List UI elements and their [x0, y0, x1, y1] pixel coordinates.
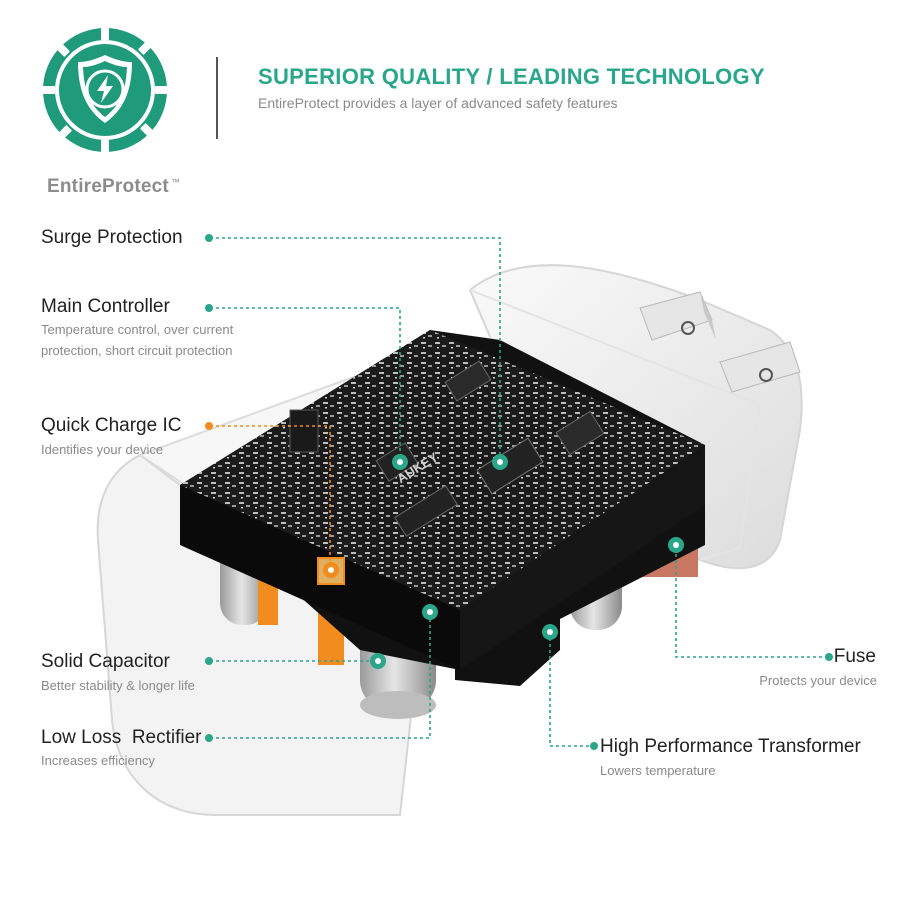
callout-lines	[210, 237, 828, 747]
feature-high-performance-transformer-desc: Lowers temperature	[600, 763, 716, 778]
page-subtitle: EntireProtect provides a layer of advanc…	[258, 95, 618, 111]
plug-prongs	[639, 291, 801, 393]
feature-main-controller-desc-2: protection, short circuit protection	[41, 343, 233, 358]
page-title: SUPERIOR QUALITY / LEADING TECHNOLOGY	[258, 64, 765, 89]
callout-start-dots	[205, 234, 833, 750]
feature-main-controller: Main Controller	[41, 296, 170, 317]
lightning-icon	[97, 75, 113, 103]
feature-quick-charge-ic-desc: Identifies your device	[41, 442, 164, 457]
feature-low-loss-rectifier-desc: Increases efficiency	[41, 753, 155, 768]
header-divider	[216, 57, 218, 139]
feature-fuse: Fuse	[833, 646, 876, 667]
feature-low-loss-rectifier: Low Loss Rectifier	[41, 727, 202, 748]
pcb-board	[180, 330, 705, 670]
feature-solid-capacitor-desc: Better stability & longer life	[41, 678, 195, 693]
entireprotect-badge	[43, 28, 167, 152]
feature-surge-protection: Surge Protection	[41, 227, 183, 248]
callout-end-markers	[323, 454, 684, 669]
callout-line-quick-charge	[210, 425, 331, 568]
feature-quick-charge-ic: Quick Charge IC	[41, 415, 182, 436]
feature-main-controller-desc: Temperature control, over current	[41, 322, 234, 337]
callout-start-dot-orange	[205, 422, 213, 430]
trademark-symbol: ™	[170, 176, 181, 187]
feature-solid-capacitor: Solid Capacitor	[41, 651, 170, 672]
feature-fuse-desc: Protects your device	[759, 673, 877, 688]
brand-name-text: EntireProtect	[47, 176, 169, 197]
feature-high-performance-transformer: High Performance Transformer	[600, 736, 861, 757]
